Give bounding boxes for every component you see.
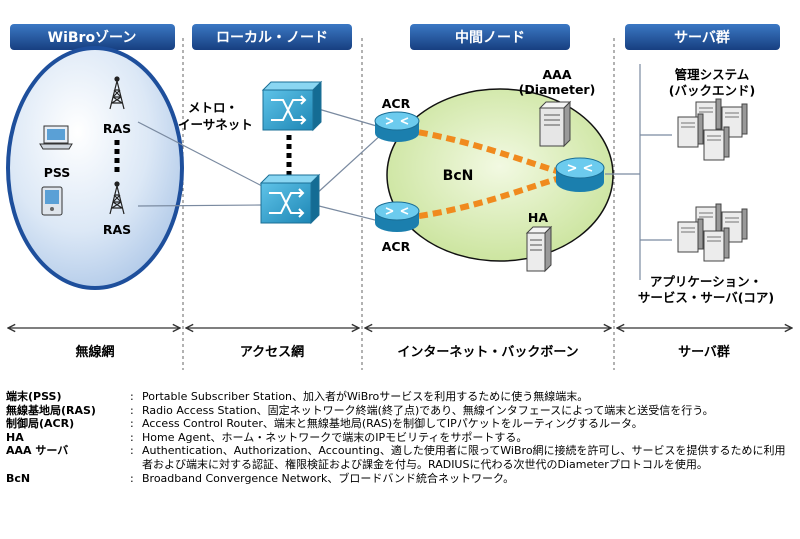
- bcn-paths: [404, 127, 561, 221]
- zone-title-local: ローカル・ノード: [216, 30, 328, 46]
- glossary-row: 無線基地局(RAS) : Radio Access Station、固定ネットワ…: [6, 404, 796, 418]
- acr-label-bottom: ACR: [382, 239, 411, 254]
- glossary-row: HA : Home Agent、ホーム・ネットワークで端末のIPモビリティをサポ…: [6, 431, 796, 445]
- zone-title-middle: 中間ノード: [455, 29, 525, 46]
- router-icon: [555, 157, 605, 192]
- server-cluster-icon: [677, 203, 748, 262]
- glossary-separator: :: [130, 390, 134, 403]
- zone-title-wibro: WiBroゾーン: [48, 29, 137, 46]
- glossary-term: 無線基地局(RAS): [6, 403, 96, 417]
- router-icon: [374, 201, 420, 232]
- glossary-definition: Radio Access Station、固定ネットワーク終端(終了点)であり、…: [142, 403, 714, 417]
- section-label-wireless: 無線網: [75, 344, 114, 360]
- aaa-server-icon: [538, 100, 572, 148]
- aaa-label-line1: AAA: [542, 67, 571, 82]
- section-label-access: アクセス網: [240, 344, 304, 360]
- glossary-term: 制御局(ACR): [6, 417, 75, 431]
- pda-icon: [41, 186, 63, 216]
- glossary-term: 端末(PSS): [6, 390, 62, 403]
- metro-label-line2: イーサネット: [178, 117, 253, 132]
- glossary-definition: Access Control Router、端末と無線基地局(RAS)を制御して…: [142, 417, 643, 431]
- router-icon: [374, 111, 420, 142]
- ras-label-top: RAS: [103, 121, 131, 136]
- glossary-definition: Home Agent、ホーム・ネットワークで端末のIPモビリティをサポートする。: [142, 430, 528, 444]
- ras-tower-icon: [109, 181, 125, 215]
- glossary-row: 制御局(ACR) : Access Control Router、端末と無線基地…: [6, 417, 796, 431]
- zone-title-server: サーバ群: [674, 29, 730, 46]
- laptop-icon: [39, 125, 73, 150]
- glossary: 端末(PSS) : Portable Subscriber Station、加入…: [6, 390, 796, 485]
- section-label-backbone: インターネット・バックボーン: [397, 344, 578, 360]
- metro-label-line1: メトロ・: [188, 100, 238, 115]
- glossary-separator: :: [130, 403, 134, 417]
- glossary-term: HA: [6, 430, 24, 444]
- zone-header-local: ローカル・ノード: [192, 24, 352, 50]
- section-label-servers: サーバ群: [678, 344, 730, 360]
- glossary-definition: Broadband Convergence Network、ブロードバンド統合ネ…: [142, 471, 515, 485]
- ras-tower-icon: [109, 76, 125, 110]
- app-label-line2: サービス・サーバ(コア): [638, 290, 774, 305]
- wibro-area: [6, 46, 184, 290]
- zone-header-wibro: WiBroゾーン: [10, 24, 175, 50]
- glossary-definition: Authentication、Authorization、Accounting、…: [142, 444, 786, 471]
- ha-server-icon: [525, 225, 553, 273]
- acr-label-top: ACR: [382, 96, 411, 111]
- aaa-label-line2: (Diameter): [519, 82, 596, 97]
- mgmt-label-line2: (バックエンド): [669, 83, 755, 98]
- mgmt-label-line1: 管理システム: [675, 67, 750, 82]
- ha-label: HA: [528, 210, 548, 225]
- app-label-line1: アプリケーション・: [650, 274, 762, 289]
- server-cluster-icon: [677, 98, 748, 161]
- pss-label: PSS: [44, 165, 71, 180]
- bcn-label: BcN: [443, 168, 474, 184]
- ras-label-bottom: RAS: [103, 222, 131, 237]
- glossary-row: 端末(PSS) : Portable Subscriber Station、加入…: [6, 390, 796, 404]
- switch-icon: [259, 173, 321, 225]
- glossary-row: AAA サーバ : Authentication、Authorization、A…: [6, 444, 796, 471]
- glossary-separator: :: [130, 444, 134, 458]
- glossary-term: BcN: [6, 471, 31, 485]
- glossary-definition: Portable Subscriber Station、加入者がWiBroサービ…: [142, 390, 589, 403]
- glossary-separator: :: [130, 471, 134, 485]
- zone-header-server: サーバ群: [625, 24, 780, 50]
- glossary-row: BcN : Broadband Convergence Network、ブロード…: [6, 472, 796, 486]
- connection-lines: [137, 64, 672, 280]
- column-separators: [182, 38, 615, 370]
- zone-header-middle: 中間ノード: [410, 24, 570, 50]
- switch-icon: [261, 80, 323, 132]
- glossary-separator: :: [130, 430, 134, 444]
- glossary-term: AAA サーバ: [6, 444, 69, 458]
- glossary-separator: :: [130, 417, 134, 431]
